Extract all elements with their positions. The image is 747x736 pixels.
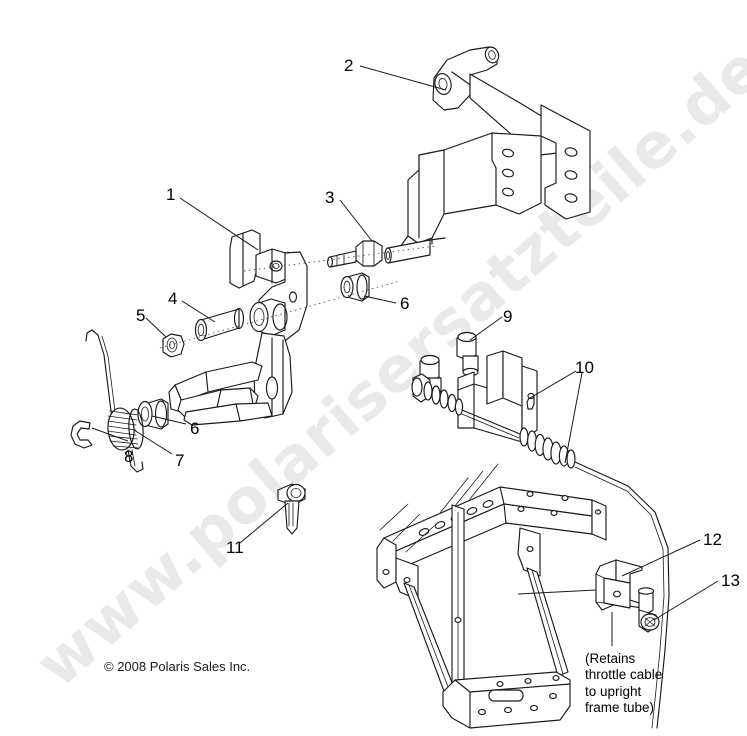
part-pivot-spacer-tube [194,307,245,342]
cable-boot-coil [519,427,576,469]
retainer-note-line-3: to upright [585,683,642,699]
callout-11[interactable]: 11 [226,538,244,557]
callout-2[interactable]: 2 [344,56,354,75]
part-e-clip [70,420,93,449]
callout-6b[interactable]: 6 [190,419,200,438]
callout-1[interactable]: 1 [166,185,176,204]
callout-12[interactable]: 12 [703,530,722,549]
callout-13[interactable]: 13 [721,571,740,590]
skid-plate-holes [478,675,560,716]
retainer-note-line-2: throttle cable [585,667,663,683]
part-cable-retainer-clip [595,559,643,611]
callout-7[interactable]: 7 [175,451,185,470]
part-lock-nut [162,333,185,358]
leader-4 [181,300,216,323]
part-flanged-bushing-right [340,272,370,302]
part-cable-bracket [457,350,538,443]
callout-10[interactable]: 10 [575,358,594,377]
callout-9[interactable]: 9 [503,307,513,326]
leader-2 [359,65,447,91]
callout-3[interactable]: 3 [325,188,335,207]
leader-8 [91,427,129,442]
leader-10b [564,372,583,464]
leader-11 [239,502,289,544]
part-pedal-mount-bracket [399,46,591,253]
leader-6 [363,295,397,304]
callout-leader-lines [91,65,719,646]
leader-10a [529,370,577,399]
leader-7 [133,429,173,455]
part-flanged-bushing-left [137,398,169,430]
part-cable-mount-bolt-upper [456,331,479,377]
callout-6[interactable]: 6 [400,294,410,313]
part-throttle-pedal-arm [168,229,308,426]
retainer-note-line-1: (Retains [585,651,636,666]
part-retainer-screw [637,587,660,633]
leader-1 [179,197,259,251]
retainer-note-line-4: frame tube) [585,700,655,716]
leader-13 [653,580,719,621]
leader-12-frame [517,589,597,595]
part-push-pin-rivet [277,483,306,535]
leader-6b [151,415,187,425]
part-frame-structure [376,463,607,729]
part-throttle-cable [411,373,670,729]
callout-5[interactable]: 5 [136,306,146,325]
callout-8[interactable]: 8 [124,447,134,466]
cable-ferrule-left [423,381,464,416]
part-pivot-shaft [384,237,446,264]
retainer-note: (Retains throttle cable to upright frame… [585,651,662,717]
assembly-axis-lines [159,245,437,349]
leader-3 [339,199,373,242]
part-return-torsion-spring [85,329,144,473]
copyright-notice: © 2008 Polaris Sales Inc. [104,659,251,674]
part-pivot-bolt [327,240,383,268]
leader-9 [469,316,503,341]
leader-5 [145,317,167,338]
callout-4[interactable]: 4 [168,289,178,308]
leader-12 [621,539,701,577]
